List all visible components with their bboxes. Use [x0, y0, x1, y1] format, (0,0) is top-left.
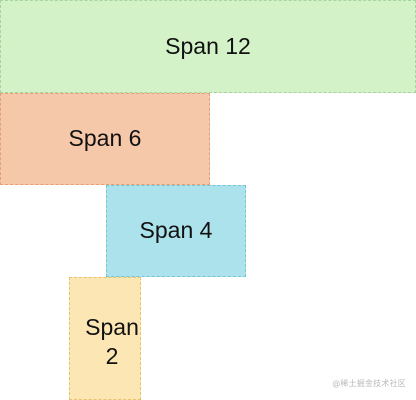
span-12-box: Span 12 [0, 0, 416, 93]
span-2-box: Span 2 [69, 277, 141, 400]
span-6-box: Span 6 [0, 93, 210, 185]
span-2-label: Span 2 [85, 313, 139, 369]
watermark: @稀土掘金技术社区 [332, 379, 406, 388]
span-4-box: Span 4 [106, 185, 246, 277]
span-6-label: Span 6 [68, 125, 142, 152]
span-12-label: Span 12 [165, 32, 251, 59]
span-4-label: Span 4 [139, 217, 213, 244]
